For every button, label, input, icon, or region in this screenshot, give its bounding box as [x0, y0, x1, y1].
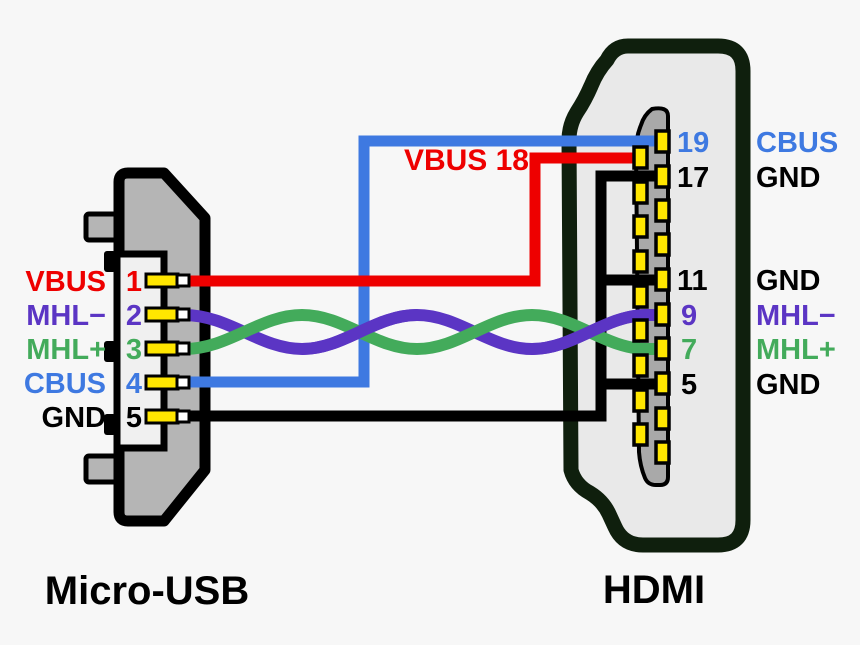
wire-cbus	[184, 135, 661, 388]
wire-gnd	[184, 170, 658, 422]
micro-usb-title: Micro-USB	[45, 569, 249, 613]
hdmi-pin-5	[654, 371, 671, 396]
usb-pin-2	[144, 306, 180, 323]
hdmi-pin-number-11: 11	[677, 265, 708, 297]
usb-latch-notch	[104, 414, 116, 435]
hdmi-pin-11	[654, 267, 671, 292]
hdmi-pin-3	[654, 406, 671, 431]
hdmi-pin-2	[632, 422, 649, 447]
hdmi-pin-17	[654, 164, 671, 189]
usb-pin-tip	[175, 409, 191, 424]
wire-mhl-plus	[183, 308, 660, 356]
wires	[183, 135, 661, 422]
hdmi-pin-14	[632, 214, 649, 239]
usb-signal-label-cbus: CBUS	[24, 368, 106, 400]
usb-pin-number-4: 4	[126, 368, 142, 400]
hdmi-signal-label-mhl-plus: MHL+	[756, 334, 836, 366]
hdmi-title: HDMI	[603, 568, 705, 612]
hdmi-pin-8	[632, 318, 649, 343]
usb-signal-label-mhl-minus: MHL−	[26, 300, 106, 332]
usb-latch-notch	[104, 251, 116, 272]
usb-pin-number-1: 1	[126, 266, 142, 298]
usb-signal-label-vbus: VBUS	[25, 266, 106, 298]
hdmi-connector	[561, 38, 751, 553]
hdmi-pin-number-7: 7	[681, 334, 697, 366]
hdmi-pin-number-17: 17	[677, 162, 709, 194]
hdmi-signal-label-mhl-minus: MHL−	[756, 300, 836, 332]
hdmi-pin-number-19: 19	[677, 127, 709, 159]
usb-pin-tip	[175, 341, 191, 356]
usb-pin-5	[144, 408, 180, 425]
usb-pin-4	[144, 374, 180, 391]
hdmi-signal-label-gnd-11: GND	[756, 265, 820, 297]
hdmi-pin-12	[632, 249, 649, 274]
hdmi-pin-number-9: 9	[681, 300, 697, 332]
usb-pin-tip	[175, 273, 191, 288]
hdmi-signal-label-cbus: CBUS	[756, 127, 838, 159]
usb-pin-3	[144, 340, 180, 357]
hdmi-pin-9	[654, 302, 671, 327]
usb-pin-1	[144, 272, 180, 289]
hdmi-pin18-annotation: VBUS 18	[404, 144, 529, 177]
usb-pin-number-3: 3	[126, 334, 142, 366]
hdmi-signal-label-gnd-17: GND	[756, 162, 820, 194]
usb-latch-notch	[104, 341, 116, 362]
wire-vbus	[184, 152, 644, 287]
hdmi-pins	[632, 129, 671, 465]
labels: VBUS MHL− MHL+ CBUS GND 1 2 3 4 5 19 17 …	[24, 127, 838, 613]
hdmi-pin-13	[654, 232, 671, 257]
hdmi-pin-16	[632, 180, 649, 205]
hdmi-pin-10	[632, 284, 649, 309]
hdmi-pin-4	[632, 388, 649, 413]
hdmi-pin-7	[654, 336, 671, 361]
hdmi-pin-15	[654, 198, 671, 223]
usb-signal-label-mhl-plus: MHL+	[26, 334, 106, 366]
hdmi-pin-6	[632, 353, 649, 378]
hdmi-pin-18	[632, 145, 649, 170]
hdmi-pin-1	[654, 440, 671, 465]
usb-pin-number-5: 5	[126, 402, 142, 434]
hdmi-pin-number-5: 5	[681, 369, 697, 401]
usb-signal-label-gnd: GND	[42, 402, 106, 434]
usb-pin-number-2: 2	[126, 300, 142, 332]
usb-latch-notches	[104, 251, 116, 435]
hdmi-signal-label-gnd-5: GND	[756, 369, 820, 401]
usb-pin-tips	[175, 273, 191, 424]
usb-pin-tip	[175, 307, 191, 322]
usb-pin-tip	[175, 375, 191, 390]
usb-pins	[144, 272, 180, 425]
wire-mhl-minus-crossover	[301, 309, 660, 355]
hdmi-pin-19	[654, 129, 671, 154]
